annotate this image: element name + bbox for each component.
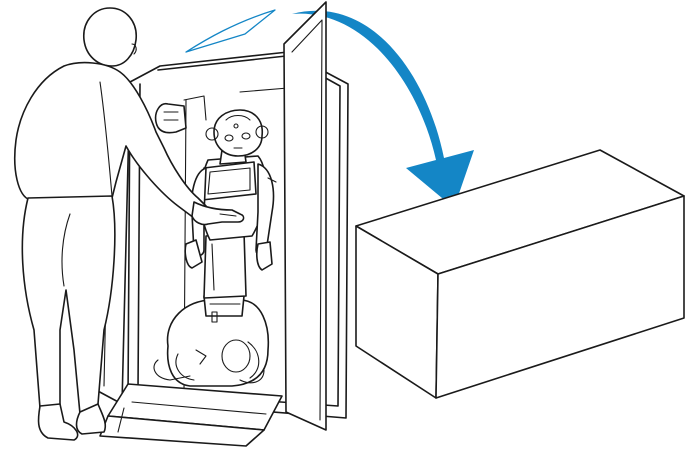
- lid-motion-outline: [186, 10, 275, 52]
- closed-box: [356, 150, 684, 398]
